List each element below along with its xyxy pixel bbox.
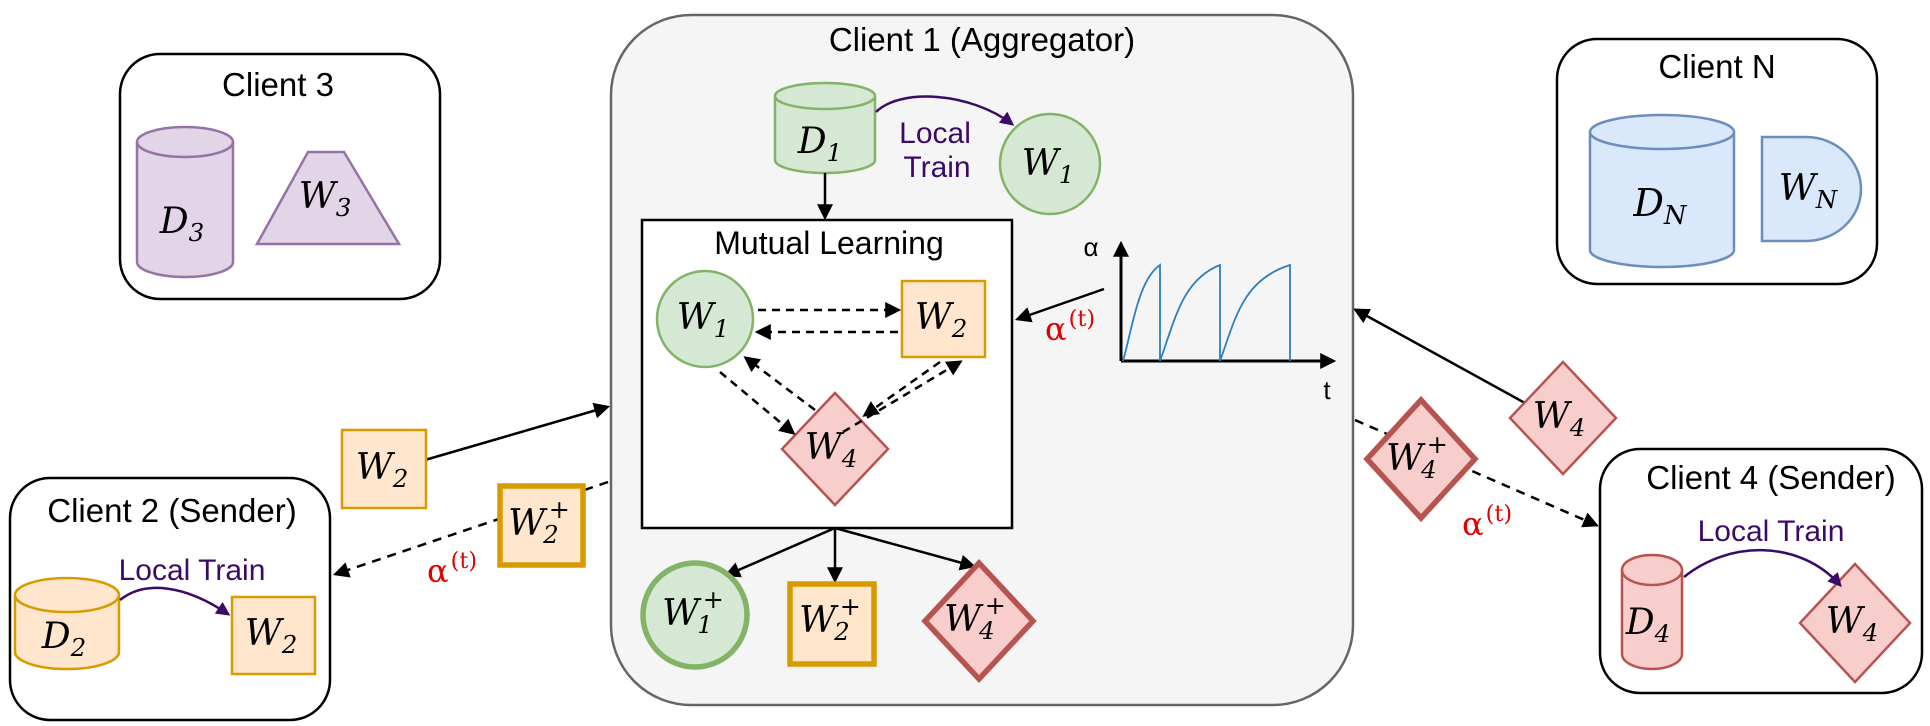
client4-title: Client 4 (Sender) bbox=[1646, 459, 1895, 496]
alpha-to-ml-arrow bbox=[1014, 287, 1105, 323]
transfer-w4-plus-diamond bbox=[1363, 395, 1479, 523]
output-w4-plus-diamond bbox=[921, 558, 1037, 684]
clientN-dataset-label: DN bbox=[1632, 181, 1687, 231]
client1-local-train-label-2: Train bbox=[903, 151, 970, 184]
alpha-schedule-plot: α t bbox=[1083, 232, 1337, 405]
client4-local-train-label: Local Train bbox=[1698, 515, 1845, 548]
client2-model-label: W2 bbox=[245, 613, 298, 659]
output-w4-plus-label: W4+ bbox=[944, 591, 1006, 645]
mutual-learning-title: Mutual Learning bbox=[714, 225, 943, 261]
client4-dataset-cylinder bbox=[1620, 553, 1684, 671]
client1-dataset-label: D1 bbox=[797, 121, 842, 167]
client2-dataset-label: D2 bbox=[41, 616, 86, 662]
client1-model-label: W1 bbox=[1022, 143, 1075, 189]
ml-w2-label: W2 bbox=[915, 297, 968, 343]
client2-local-train-arrow bbox=[119, 586, 231, 616]
output-w1-plus-label: W1+ bbox=[662, 585, 724, 639]
alpha-plot-curve bbox=[1122, 263, 1291, 362]
output-w1-plus-circle bbox=[640, 560, 750, 670]
client3-model-label: W3 bbox=[299, 176, 352, 222]
client4-model-diamond bbox=[1798, 562, 1912, 684]
alpha-plot-x-label: t bbox=[1323, 375, 1331, 405]
client3-dataset-label: D3 bbox=[159, 201, 204, 247]
client1-local-train-arrow bbox=[875, 95, 1015, 126]
clientN-model-label: WN bbox=[1779, 168, 1839, 214]
client4-download-arrow bbox=[1354, 418, 1599, 528]
clientN-model-half-circle bbox=[1760, 135, 1863, 243]
client2-dataset-cylinder bbox=[13, 576, 121, 671]
transfer-w2-plus-label: W2+ bbox=[508, 495, 570, 549]
ml-w2-square bbox=[900, 279, 987, 359]
transfer-w2-plus-square bbox=[497, 483, 586, 568]
client4-dataset-label: D4 bbox=[1625, 602, 1670, 648]
client4-local-train-arrow bbox=[1683, 549, 1842, 588]
output-w2-plus-square bbox=[787, 581, 877, 667]
ml-w1-circle bbox=[655, 269, 755, 369]
transfer-w2-square bbox=[340, 428, 428, 510]
client1-model-circle bbox=[998, 112, 1102, 216]
client2-upload-arrow bbox=[424, 402, 611, 462]
output-w2-plus-label: W2+ bbox=[799, 592, 861, 646]
client1-title: Client 1 (Aggregator) bbox=[829, 21, 1135, 58]
client1-local-train-label-1: Local bbox=[899, 117, 971, 150]
ml-w1-label: W1 bbox=[677, 297, 730, 343]
transfer-w2-label: W2 bbox=[356, 447, 409, 493]
transfer-w4-diamond bbox=[1508, 360, 1618, 476]
client4-upload-arrow bbox=[1353, 308, 1526, 405]
client4-alpha-label: α(t) bbox=[1462, 501, 1512, 543]
ml-dashed-arrows bbox=[719, 302, 963, 436]
alpha-plot-y-label: α bbox=[1083, 232, 1098, 262]
transfer-w4-plus-label: W4+ bbox=[1386, 430, 1448, 484]
client3-title: Client 3 bbox=[222, 66, 334, 103]
ml-w4-label: W4 bbox=[805, 427, 858, 473]
client1-dataset-cylinder bbox=[773, 81, 877, 175]
client3-model-trapezoid bbox=[254, 150, 402, 246]
client3-dataset-cylinder bbox=[135, 125, 235, 279]
client2-local-train-label: Local Train bbox=[119, 554, 266, 587]
ml-output-arrows bbox=[724, 526, 977, 584]
client4-model-label: W4 bbox=[1826, 601, 1879, 647]
client2-alpha-label: α(t) bbox=[427, 548, 477, 590]
client2-title: Client 2 (Sender) bbox=[47, 492, 296, 529]
client1-alpha-label: α(t) bbox=[1045, 306, 1095, 348]
transfer-w4-label: W4 bbox=[1533, 396, 1586, 442]
clientN-dataset-cylinder bbox=[1588, 113, 1736, 269]
clientN-title: Client N bbox=[1658, 48, 1775, 85]
client2-model-square bbox=[230, 595, 317, 676]
